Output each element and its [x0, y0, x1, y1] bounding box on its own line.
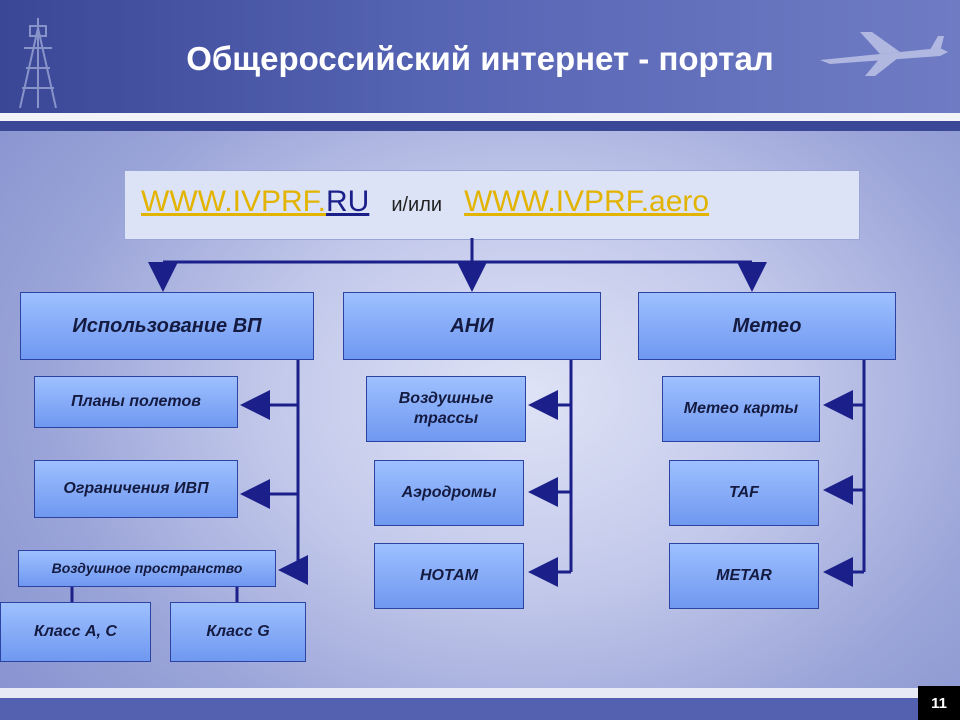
item-ivp-restrictions: Ограничения ИВП — [34, 460, 238, 518]
category-ani: АНИ — [343, 292, 601, 360]
item-taf: TAF — [669, 460, 819, 526]
page-title: Общероссийский интернет - портал — [186, 40, 774, 77]
footer-divider — [0, 688, 960, 698]
category-airspace-use: Использование ВП — [20, 292, 314, 360]
item-meteo-maps: Метео карты — [662, 376, 820, 442]
category-meteo: Метео — [638, 292, 896, 360]
portal-url-ru[interactable]: RU — [325, 185, 370, 218]
header-band — [0, 0, 960, 113]
radio-tower-icon — [19, 18, 57, 108]
url-separator: и/или — [391, 194, 443, 216]
item-flight-plans: Планы полетов — [34, 376, 238, 428]
item-aerodromes: Аэродромы — [374, 460, 524, 526]
item-metar: METAR — [669, 543, 819, 609]
portal-url-link[interactable]: WWW.IVPRF. — [141, 185, 326, 218]
item-notam: НОТАМ — [374, 543, 524, 609]
portal-url-aero-link[interactable]: WWW.IVPRF.aero — [464, 185, 710, 218]
item-class-g: Класс G — [170, 602, 306, 662]
item-airspace: Воздушное пространство — [18, 550, 276, 587]
header-divider-dark — [0, 121, 960, 131]
airplane-icon — [820, 32, 948, 76]
header-divider — [0, 113, 960, 121]
page-number: 11 — [918, 686, 960, 720]
portal-url-box: WWW.IVPRF.RU и/или WWW.IVPRF.aero — [124, 170, 860, 240]
item-class-a-c: Класс А, С — [0, 602, 151, 662]
footer-band — [0, 698, 960, 720]
item-airways: Воздушные трассы — [366, 376, 526, 442]
